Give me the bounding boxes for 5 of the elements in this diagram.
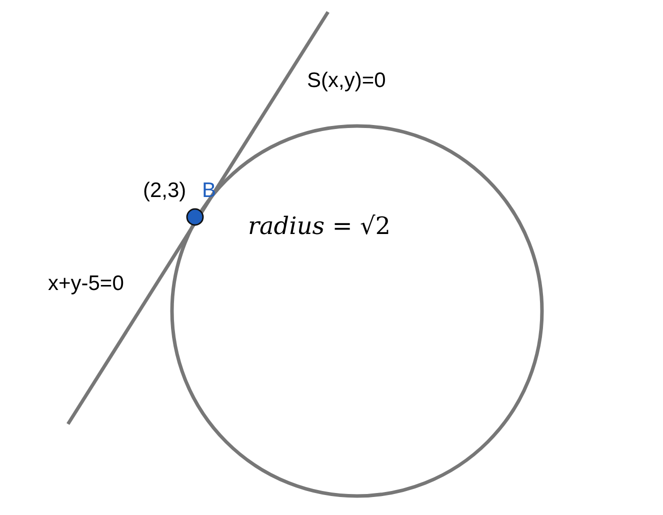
coordinate-label: (2,3) — [143, 180, 186, 201]
point-label: B — [202, 180, 216, 201]
radius-label: radius = √2 — [248, 212, 391, 240]
equation-label: x+y-5=0 — [48, 273, 124, 294]
equation-label: S(x,y)=0 — [307, 70, 386, 91]
